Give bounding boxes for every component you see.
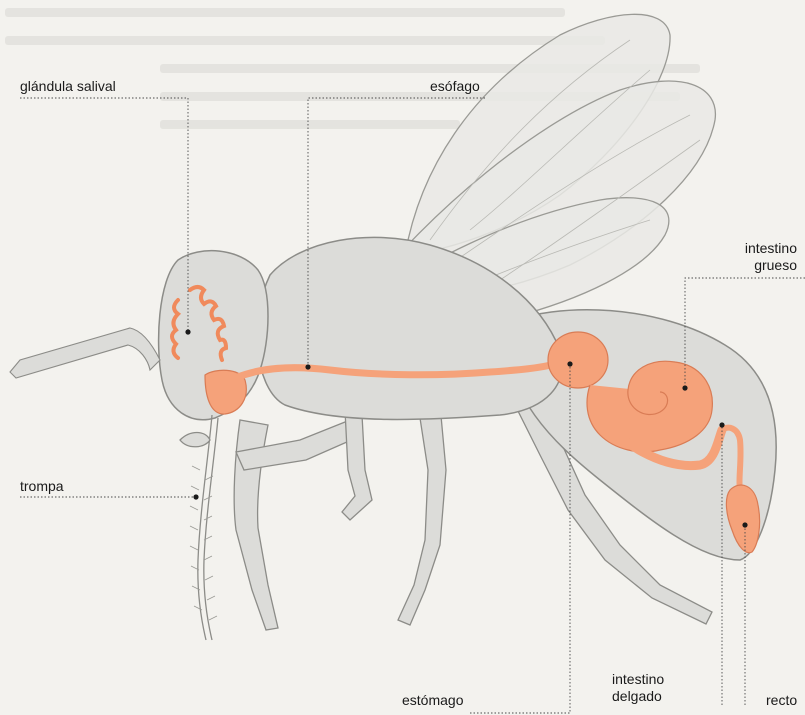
label-large-intestine: intestino grueso	[745, 240, 797, 274]
label-esophagus: esófago	[430, 78, 480, 95]
label-large-intestine-line1: intestino	[745, 240, 797, 257]
label-rectum: recto	[766, 692, 797, 709]
label-small-intestine-line2: delgado	[612, 688, 664, 705]
label-stomach: estómago	[402, 692, 463, 709]
label-large-intestine-line2: grueso	[745, 257, 797, 274]
label-proboscis: trompa	[20, 478, 64, 495]
label-small-intestine: intestino delgado	[612, 671, 664, 705]
middle-leg	[398, 405, 446, 625]
middle-leg-left	[342, 410, 372, 520]
proboscis	[180, 415, 218, 640]
stomach-organ	[548, 332, 608, 388]
antenna	[10, 328, 160, 378]
label-salivary-gland: glándula salival	[20, 78, 116, 95]
label-small-intestine-line1: intestino	[612, 671, 664, 688]
